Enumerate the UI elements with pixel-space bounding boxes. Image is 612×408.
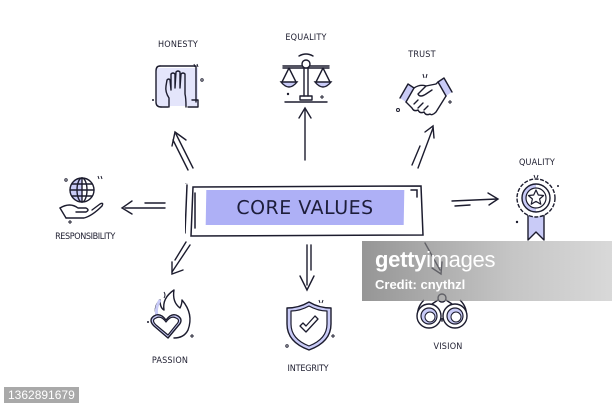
getty-watermark: gettyimages Credit: cnythzl xyxy=(362,241,612,301)
label-passion: PASSION xyxy=(151,356,189,366)
watermark-credit: Credit: cnythzl xyxy=(375,277,466,292)
award-ribbon-star-icon xyxy=(515,174,559,241)
label-equality: EQUALITY xyxy=(285,33,327,43)
handshake-icon xyxy=(396,73,453,116)
balance-scale-icon xyxy=(279,53,333,103)
label-trust: TRUST xyxy=(408,50,436,60)
core-values-title: CORE VALUES xyxy=(205,190,405,225)
globe-in-hand-icon xyxy=(59,175,104,224)
shield-check-icon xyxy=(285,299,335,351)
label-responsibility: RESPONSIBILITY xyxy=(55,232,115,242)
watermark-brand-light: images xyxy=(426,247,496,272)
label-honesty: HONESTY xyxy=(157,40,199,50)
heart-flame-icon xyxy=(147,289,194,339)
label-quality: QUALITY xyxy=(518,158,556,168)
image-id-badge: 1362891679 xyxy=(4,387,79,403)
watermark-brand: gettyimages xyxy=(375,247,495,273)
label-vision: VISION xyxy=(433,342,463,352)
label-integrity: INTEGRITY xyxy=(287,364,329,374)
watermark-brand-bold: getty xyxy=(375,247,427,272)
hand-on-book-icon xyxy=(152,63,204,108)
core-values-frame xyxy=(185,183,424,237)
